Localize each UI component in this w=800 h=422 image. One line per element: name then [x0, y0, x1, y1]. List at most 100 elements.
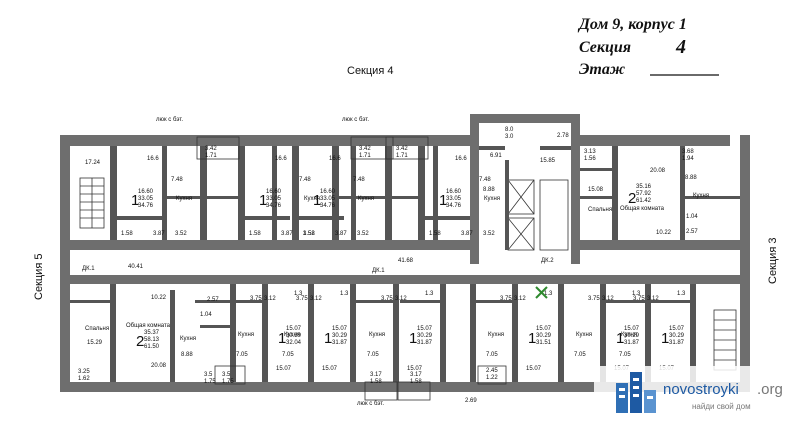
section-label-top: Секция 4 [347, 65, 393, 77]
bottom-unit-kitchen-label: Кухня [369, 332, 385, 338]
core-bs3: 3.17 [410, 372, 422, 378]
left-unit-common-label: Общая комната [126, 323, 171, 329]
core-n1: 8.0 [505, 127, 514, 133]
left-corner-area: 17.24 [85, 160, 101, 166]
top-unit-kitchen-label: Кухня [484, 196, 500, 202]
balcony-area: 3.42 [205, 146, 217, 152]
corridor-right-area: 41.68 [398, 258, 414, 264]
core-n2: 3.0 [505, 134, 514, 140]
balcony-area: 3.42 [359, 146, 371, 152]
top-unit-total: 16.60 [446, 189, 462, 195]
elevator-core [479, 146, 571, 251]
top-balcony-label: 3.421.71 [396, 146, 408, 159]
bottom-unit-room-area: 15.07 [526, 366, 542, 372]
bottom-unit-a: 15.07 [332, 326, 348, 332]
bottom-unit-a: 15.07 [286, 326, 302, 332]
bottom-unit-kitchen-label: Кухня [576, 332, 592, 338]
left-unit-n8: 1.75 [222, 379, 234, 385]
buildings-logo-icon [616, 372, 656, 413]
right-unit-c: 61.42 [636, 198, 652, 204]
left-unit-n2: 1.04 [200, 312, 212, 318]
right-unit-b: 57.92 [636, 191, 652, 197]
header-section-number: 4 [675, 36, 686, 58]
top-unit-rooms: 1 [313, 192, 321, 209]
bottom-unit-kitchen-area: 7.05 [619, 352, 631, 358]
right-unit-common-label: Общая комната [620, 206, 665, 212]
core-bs5: 2.45 [486, 368, 498, 374]
watermark-brand: novostroyki [663, 381, 739, 398]
top-unit-room-area: 16.6 [329, 156, 341, 162]
top-partitions [110, 146, 470, 240]
top-unit-total: 16.60 [266, 189, 282, 195]
core-bs1: 3.17 [370, 372, 382, 378]
door-dk1-b: ДК.1 [372, 268, 385, 274]
right-unit-living-area: 20.08 [650, 168, 666, 174]
top-unit-b3: 3.52 [303, 231, 315, 237]
bottom-unit-rooms: 1 [324, 330, 332, 347]
top-unit-b1: 1.58 [121, 231, 133, 237]
bottom-unit-kitchen-label: Кухня [284, 332, 300, 338]
bottom-unit-kitchen-label: Кухня [488, 332, 504, 338]
top-unit-b1: 1.58 [249, 231, 261, 237]
top-unit-kitchen-area: 7.48 [479, 177, 491, 183]
bottom-unit-c: 31.87 [669, 340, 685, 346]
top-unit-c: 34.76 [266, 203, 282, 209]
bottom-unit-b: 30.29 [417, 333, 433, 339]
bottom-unit-b: 30.29 [669, 333, 685, 339]
top-unit-room-area: 16.6 [455, 156, 467, 162]
left-unit-hall-area: 10.22 [151, 295, 167, 301]
left-unit-kitchen-area: 8.88 [181, 352, 193, 358]
core-labels: 8.0 3.0 2.78 6.91 15.85 8.88 3.17 1.58 3… [370, 127, 569, 385]
bottom-unit-n3: 1.3 [294, 291, 303, 297]
right-two-room-unit: 3.13 1.56 3.68 1.94 20.08 15.08 Спальня … [584, 149, 709, 236]
right-unit-a: 35.16 [636, 184, 652, 190]
top-unit-b: 33.05 [446, 196, 462, 202]
bottom-unit-n1: 3.75 [296, 296, 308, 302]
section-label-right: Секция 3 [767, 238, 779, 284]
left-unit-n3: 3.25 [78, 369, 90, 375]
core-bs2: 1.58 [370, 379, 382, 385]
corridor-bottom-area: 2.69 [465, 398, 477, 404]
balcony-area-2: 1.71 [359, 153, 371, 159]
left-unit-b: 58.13 [144, 337, 160, 343]
left-unit-n7: 3.5 [222, 372, 231, 378]
bottom-unit: 15.0730.2931.87115.077.053.753.121.3Кухн… [619, 291, 686, 372]
corridor-left-area: 40.41 [128, 264, 144, 270]
left-unit-c: 61.50 [144, 344, 160, 350]
top-unit-c: 34.76 [138, 203, 154, 209]
top-unit-room-area: 16.6 [275, 156, 287, 162]
door-dk2: ДК.2 [541, 258, 554, 264]
top-balconies [196, 136, 429, 160]
bottom-unit-c: 31.51 [536, 340, 552, 346]
bottom-unit-n2: 3.12 [264, 296, 276, 302]
left-unit-bedroom-area: 15.29 [87, 340, 103, 346]
core-bs4: 1.58 [410, 379, 422, 385]
top-unit-room-area: 16.6 [147, 156, 159, 162]
header-line-1: Дом 9, корпус 1 [577, 16, 687, 33]
top-unit-rooms: 1 [259, 192, 267, 209]
bottom-unit-n2: 3.12 [647, 296, 659, 302]
top-unit-b3: 3.52 [357, 231, 369, 237]
bottom-unit-kitchen-area: 7.05 [282, 352, 294, 358]
top-unit-b2: 3.87 [335, 231, 347, 237]
bottom-unit-n2: 3.12 [602, 296, 614, 302]
bottom-balconies [214, 365, 507, 401]
bottom-unit-rooms: 1 [661, 330, 669, 347]
right-partitions [580, 146, 740, 240]
top-unit-kitchen-area: 7.48 [171, 177, 183, 183]
right-stair [713, 309, 737, 371]
bottom-unit-room-area: 15.07 [322, 366, 338, 372]
top-unit-b: 33.05 [320, 196, 336, 202]
balcony-area-2: 1.71 [396, 153, 408, 159]
right-unit-n4: 1.94 [682, 156, 694, 162]
top-unit-kitchen-label: Кухня [304, 196, 320, 202]
bottom-unit-b: 30.29 [286, 333, 302, 339]
note-hatch-top-2: люк с бэт. [342, 117, 369, 123]
